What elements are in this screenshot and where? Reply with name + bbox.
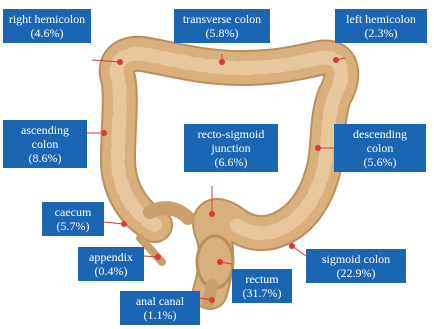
label-sigmoid-colon-percent: (22.9%) — [311, 266, 401, 280]
label-descending-colon-name-1: descending — [339, 127, 421, 141]
label-anal-canal: anal canal (1.1%) — [120, 291, 200, 325]
label-right-hemicolon: right hemicolon (4.6%) — [3, 9, 91, 43]
label-rectum: rectum (31.7%) — [232, 269, 292, 303]
label-ascending-colon-name-2: colon — [8, 137, 82, 151]
label-appendix: appendix (0.4%) — [78, 247, 144, 281]
label-anal-canal-percent: (1.1%) — [125, 308, 195, 322]
label-transverse-colon-name: transverse colon — [179, 12, 265, 26]
label-recto-sigmoid-junction: recto-sigmoid junction (6.6%) — [184, 124, 278, 172]
label-appendix-percent: (0.4%) — [83, 264, 139, 278]
label-descending-colon-name-2: colon — [339, 141, 421, 155]
label-rectum-name: rectum — [237, 272, 287, 286]
label-recto-sigmoid-name-1: recto-sigmoid — [189, 127, 273, 141]
label-ascending-colon-name-1: ascending — [8, 123, 82, 137]
label-right-hemicolon-percent: (4.6%) — [8, 26, 86, 40]
label-left-hemicolon-percent: (2.3%) — [340, 26, 422, 40]
label-descending-colon: descending colon (5.6%) — [334, 124, 426, 172]
label-right-hemicolon-name: right hemicolon — [8, 12, 86, 26]
label-caecum: caecum (5.7%) — [42, 202, 104, 236]
label-sigmoid-colon-name: sigmoid colon — [311, 252, 401, 266]
label-ascending-colon-percent: (8.6%) — [8, 151, 82, 165]
label-recto-sigmoid-percent: (6.6%) — [189, 155, 273, 169]
label-left-hemicolon-name: left hemicolon — [340, 12, 422, 26]
label-caecum-percent: (5.7%) — [47, 219, 99, 233]
label-sigmoid-colon: sigmoid colon (22.9%) — [306, 249, 406, 283]
label-caecum-name: caecum — [47, 205, 99, 219]
label-transverse-colon: transverse colon (5.8%) — [174, 9, 270, 43]
label-ascending-colon: ascending colon (8.6%) — [3, 120, 87, 168]
label-left-hemicolon: left hemicolon (2.3%) — [335, 9, 427, 43]
label-recto-sigmoid-name-2: junction — [189, 141, 273, 155]
label-transverse-colon-percent: (5.8%) — [179, 26, 265, 40]
label-appendix-name: appendix — [83, 250, 139, 264]
label-descending-colon-percent: (5.6%) — [339, 155, 421, 169]
label-rectum-percent: (31.7%) — [237, 286, 287, 300]
label-anal-canal-name: anal canal — [125, 294, 195, 308]
